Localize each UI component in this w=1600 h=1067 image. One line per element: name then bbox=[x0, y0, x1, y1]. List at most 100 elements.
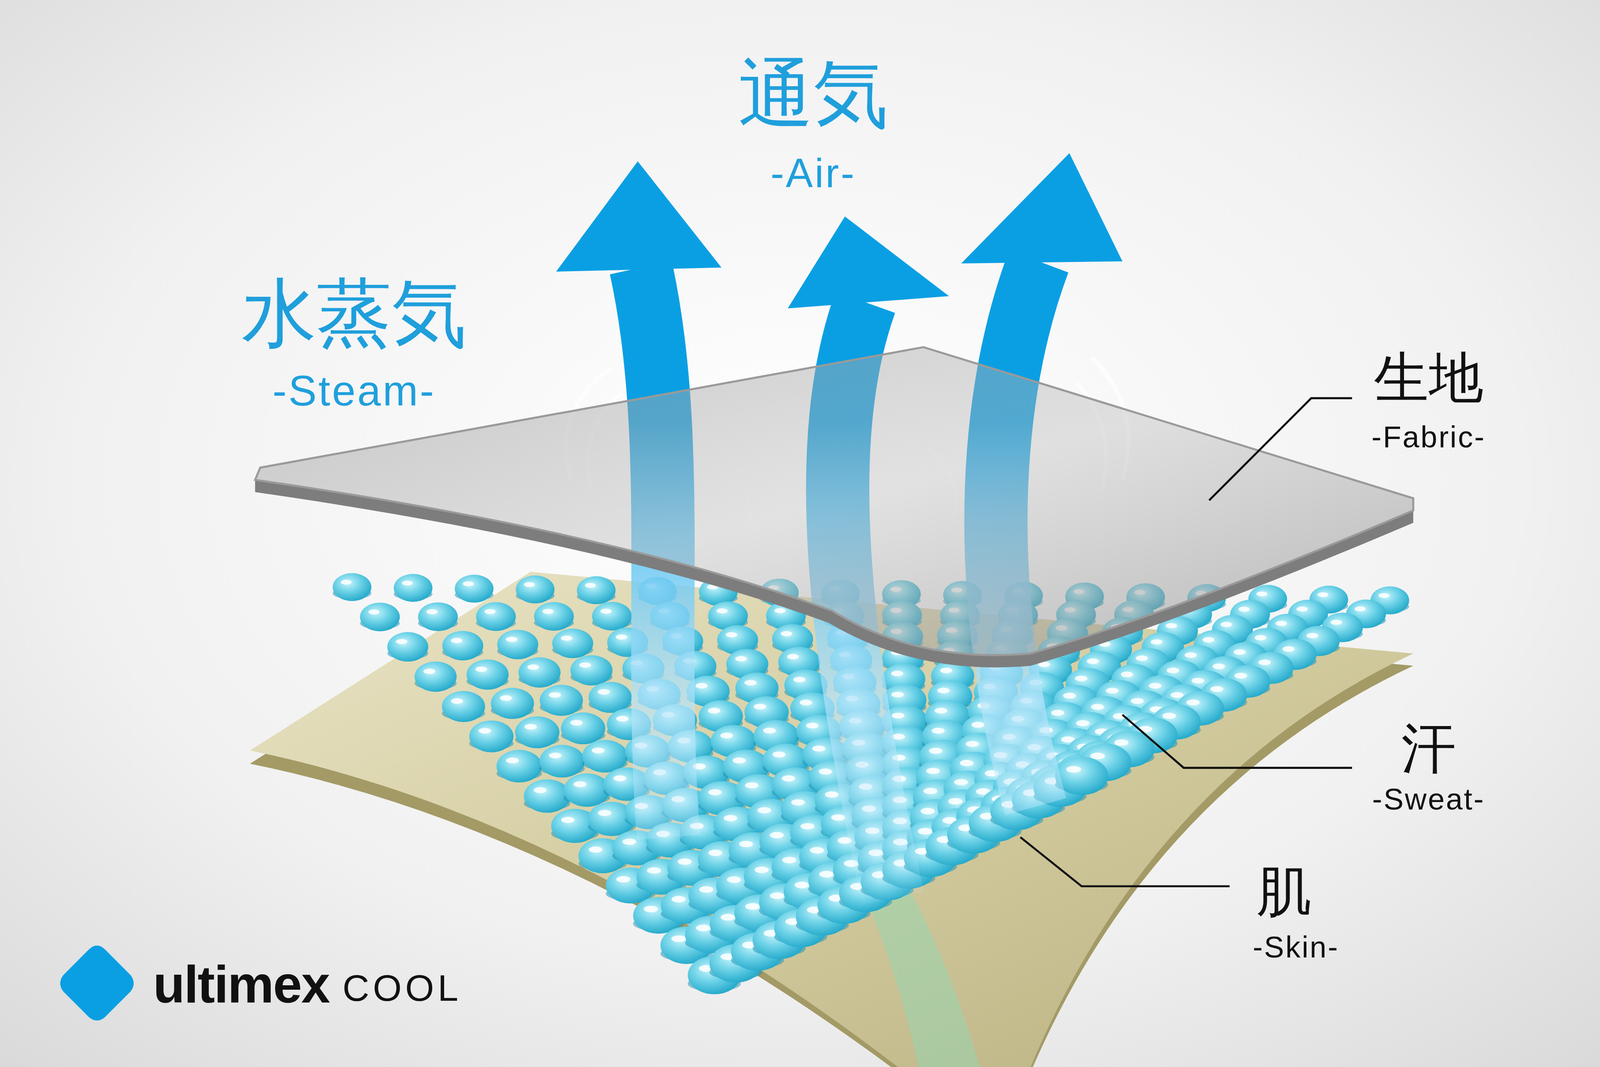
droplet-highlight bbox=[762, 727, 776, 734]
droplet-highlight bbox=[948, 797, 963, 805]
droplet-highlight bbox=[1051, 709, 1065, 716]
droplet-highlight bbox=[579, 662, 592, 668]
logo-suffix: COOL bbox=[342, 967, 462, 1008]
droplet-highlight bbox=[831, 814, 846, 821]
droplet-highlight bbox=[1063, 692, 1076, 699]
droplet-highlight bbox=[739, 840, 754, 848]
droplet-highlight bbox=[1162, 712, 1177, 719]
droplet-highlight bbox=[931, 727, 945, 734]
droplet-highlight bbox=[954, 778, 969, 786]
droplet-highlight bbox=[597, 809, 612, 816]
sweat-droplet bbox=[539, 744, 585, 778]
droplet-highlight bbox=[643, 905, 658, 913]
sweat-droplet bbox=[570, 655, 613, 686]
droplet-highlight bbox=[622, 838, 637, 845]
droplet-highlight bbox=[791, 799, 805, 806]
droplet-highlight bbox=[1210, 685, 1224, 692]
droplet-highlight bbox=[708, 788, 722, 796]
fabric-layer bbox=[255, 347, 1414, 655]
droplet-highlight bbox=[401, 580, 413, 585]
droplet-highlight bbox=[800, 822, 815, 830]
droplet-highlight bbox=[600, 608, 612, 614]
droplet-highlight bbox=[368, 609, 380, 615]
droplet-highlight bbox=[934, 707, 948, 714]
arrow-head bbox=[961, 153, 1123, 264]
droplet-highlight bbox=[917, 827, 933, 834]
droplet-highlight bbox=[695, 924, 711, 932]
droplet-highlight bbox=[450, 698, 463, 704]
droplet-highlight bbox=[1256, 591, 1268, 597]
sweat-droplet bbox=[588, 681, 632, 713]
droplet-highlight bbox=[1184, 652, 1197, 658]
droplet-highlight bbox=[757, 806, 772, 813]
leader-line bbox=[1020, 837, 1230, 887]
sweat-droplet bbox=[515, 575, 555, 604]
droplet-highlight bbox=[809, 846, 824, 854]
droplet-highlight bbox=[671, 935, 687, 942]
fabric-label: 生地 bbox=[1373, 347, 1484, 408]
arrow-head bbox=[556, 161, 722, 272]
droplet-highlight bbox=[584, 582, 597, 588]
skin-sublabel: -Skin- bbox=[1252, 930, 1340, 964]
droplet-highlight bbox=[591, 747, 605, 754]
sweat-droplet bbox=[469, 720, 514, 752]
droplet-highlight bbox=[1354, 606, 1366, 612]
droplet-highlight bbox=[1234, 672, 1248, 679]
droplet-highlight bbox=[616, 875, 631, 883]
droplet-highlight bbox=[646, 867, 661, 874]
droplet-highlight bbox=[754, 866, 769, 873]
steam-heading: 水蒸気 bbox=[241, 271, 467, 355]
droplet-highlight bbox=[573, 781, 587, 788]
droplet-highlight bbox=[1170, 691, 1184, 699]
droplet-highlight bbox=[588, 846, 603, 853]
droplet-highlight bbox=[753, 703, 767, 710]
droplet-highlight bbox=[699, 885, 714, 893]
droplet-highlight bbox=[484, 608, 496, 615]
droplet-highlight bbox=[1105, 687, 1119, 694]
fabric-sublabel: -Fabric- bbox=[1371, 420, 1486, 454]
droplet-highlight bbox=[671, 895, 686, 903]
droplet-highlight bbox=[1220, 621, 1233, 627]
droplet-highlight bbox=[1254, 634, 1267, 641]
droplet-highlight bbox=[891, 670, 904, 677]
droplet-highlight bbox=[735, 655, 748, 661]
droplet-highlight bbox=[769, 892, 785, 899]
droplet-highlight bbox=[1378, 592, 1390, 598]
droplet-highlight bbox=[707, 707, 721, 714]
sweat-label: 汗 bbox=[1401, 717, 1457, 778]
droplet-highlight bbox=[548, 691, 561, 698]
droplet-highlight bbox=[1135, 655, 1148, 661]
sweat-droplet bbox=[539, 684, 584, 716]
air-heading: 通気 bbox=[738, 52, 889, 136]
sweat-droplet bbox=[524, 779, 571, 813]
droplet-highlight bbox=[1075, 675, 1088, 682]
droplet-highlight bbox=[799, 699, 812, 706]
droplet-highlight bbox=[1090, 703, 1104, 710]
droplet-highlight bbox=[527, 664, 540, 670]
droplet-highlight bbox=[524, 723, 537, 730]
droplet-highlight bbox=[780, 630, 793, 637]
droplet-highlight bbox=[1090, 752, 1105, 759]
droplet-highlight bbox=[732, 757, 746, 764]
droplet-highlight bbox=[793, 676, 806, 683]
droplet-highlight bbox=[524, 581, 536, 587]
droplet-highlight bbox=[716, 607, 728, 614]
droplet-highlight bbox=[744, 679, 757, 686]
droplet-highlight bbox=[812, 745, 826, 752]
sweat-droplet bbox=[497, 629, 539, 660]
sweat-droplet bbox=[592, 601, 632, 631]
droplet-highlight bbox=[1282, 645, 1295, 652]
droplet-highlight bbox=[1186, 699, 1200, 706]
droplet-highlight bbox=[1212, 663, 1225, 669]
droplet-highlight bbox=[616, 715, 629, 722]
droplet-highlight bbox=[1166, 667, 1180, 673]
droplet-highlight bbox=[597, 688, 610, 695]
sweat-droplet bbox=[441, 690, 486, 722]
sweat-droplet bbox=[561, 712, 606, 744]
droplet-highlight bbox=[426, 608, 438, 615]
droplet-highlight bbox=[745, 781, 759, 789]
droplet-highlight bbox=[1275, 620, 1287, 626]
droplet-highlight bbox=[1233, 649, 1246, 655]
sweat-droplet bbox=[582, 739, 628, 773]
sweat-droplet bbox=[515, 716, 560, 748]
